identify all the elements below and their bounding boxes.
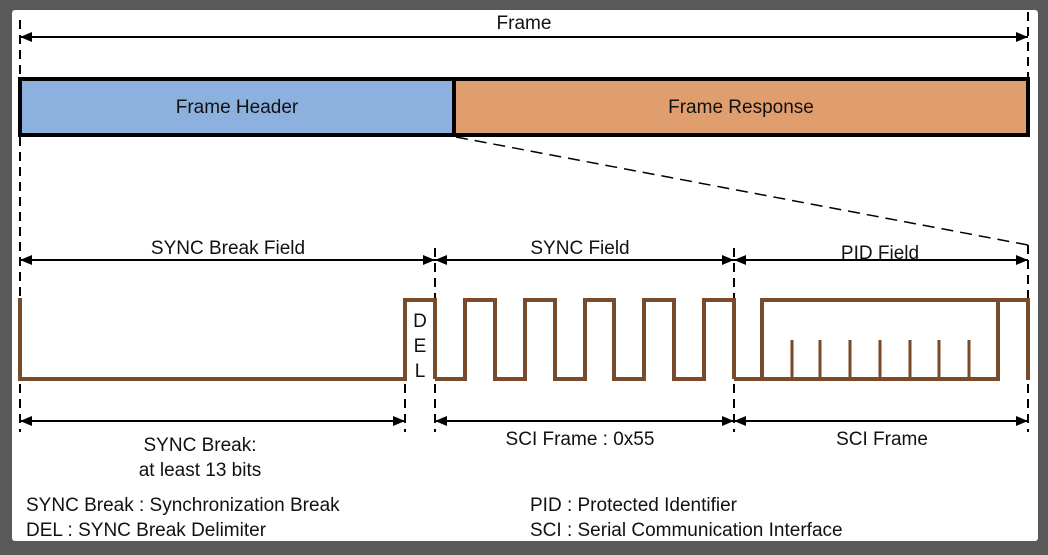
frame-response-segment [452,77,1030,137]
del-letter-d: D [413,311,427,332]
sync-break-waveform [18,298,437,381]
field-dimensions: SYNC Break Field SYNC Field PID Field [20,238,1029,300]
waveform [18,298,1030,381]
pid-field-waveform [734,298,1030,381]
frame-header-label: Frame Header [176,97,299,118]
del-letter-e: E [414,336,427,357]
sync-break-label-line1: SYNC Break: [144,435,257,456]
frame-label: Frame [497,13,552,34]
sci-frame-label: SCI Frame [836,429,928,450]
frame-bar: Frame Header Frame Response [18,77,1030,137]
bottom-dimensions: SYNC Break: at least 13 bits SCI Frame :… [19,384,1029,481]
pid-bit-ticks [790,340,971,379]
pid-field-label: PID Field [841,243,919,264]
sync-break-field-label: SYNC Break Field [151,238,305,259]
del-label: D E L [413,311,427,382]
sync-field-waveform [435,298,736,381]
frame-response-label: Frame Response [668,97,814,118]
frame-dimension: Frame [19,12,1029,80]
legend-pid: PID : Protected Identifier [530,495,738,516]
legend-del: DEL : SYNC Break Delimiter [26,520,267,541]
legend-sync-break: SYNC Break : Synchronization Break [26,495,340,516]
sync-break-label-line2: at least 13 bits [139,460,262,481]
del-letter-l: L [415,361,426,382]
sci-0x55-label: SCI Frame : 0x55 [506,429,655,450]
legend-sci: SCI : Serial Communication Interface [530,520,843,541]
pid-field-low-segment [762,300,1000,381]
expansion-diagonal [455,136,1029,246]
sync-field-label: SYNC Field [530,238,629,259]
legend: SYNC Break : Synchronization Break DEL :… [26,495,843,541]
